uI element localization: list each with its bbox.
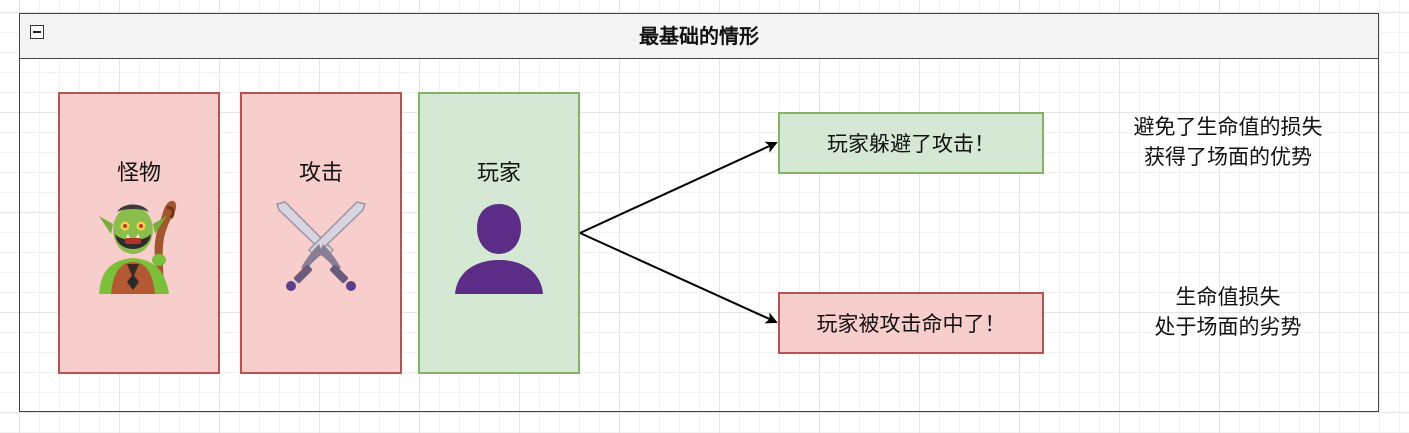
diagram-container: 最基础的情形 xyxy=(19,13,1379,412)
dodge-note-line-1: 避免了生命值的损失 xyxy=(1133,115,1323,139)
collapse-icon[interactable] xyxy=(30,25,44,39)
attack-card[interactable]: 攻击 xyxy=(240,92,402,374)
hit-note-line-1: 生命值损失 xyxy=(1175,285,1281,309)
player-label: 玩家 xyxy=(476,161,521,186)
hit-outcome-label: 玩家被攻击命中了！ xyxy=(816,312,1006,336)
monster-label: 怪物 xyxy=(116,161,161,186)
arrow-to-hit xyxy=(579,232,778,324)
container-title: 最基础的情形 xyxy=(639,24,759,48)
hit-note: 生命值损失 处于场面的劣势 xyxy=(1098,282,1358,342)
hit-outcome-box[interactable]: 玩家被攻击命中了！ xyxy=(778,292,1044,354)
dodge-note: 避免了生命值的损失 获得了场面的优势 xyxy=(1098,112,1358,172)
container-header: 最基础的情形 xyxy=(20,14,1378,59)
person-silhouette-icon xyxy=(451,198,547,298)
dodge-note-line-2: 获得了场面的优势 xyxy=(1144,145,1312,169)
hit-note-line-2: 处于场面的劣势 xyxy=(1154,315,1302,339)
attack-label: 攻击 xyxy=(298,161,343,186)
dodge-outcome-label: 玩家躲避了攻击！ xyxy=(827,132,995,156)
arrow-to-dodge xyxy=(579,141,778,234)
dodge-outcome-box[interactable]: 玩家躲避了攻击！ xyxy=(778,112,1044,174)
orc-with-staff-icon xyxy=(93,198,185,298)
monster-card[interactable]: 怪物 xyxy=(58,92,220,374)
player-card[interactable]: 玩家 xyxy=(418,92,580,374)
crossed-swords-icon xyxy=(271,198,371,298)
